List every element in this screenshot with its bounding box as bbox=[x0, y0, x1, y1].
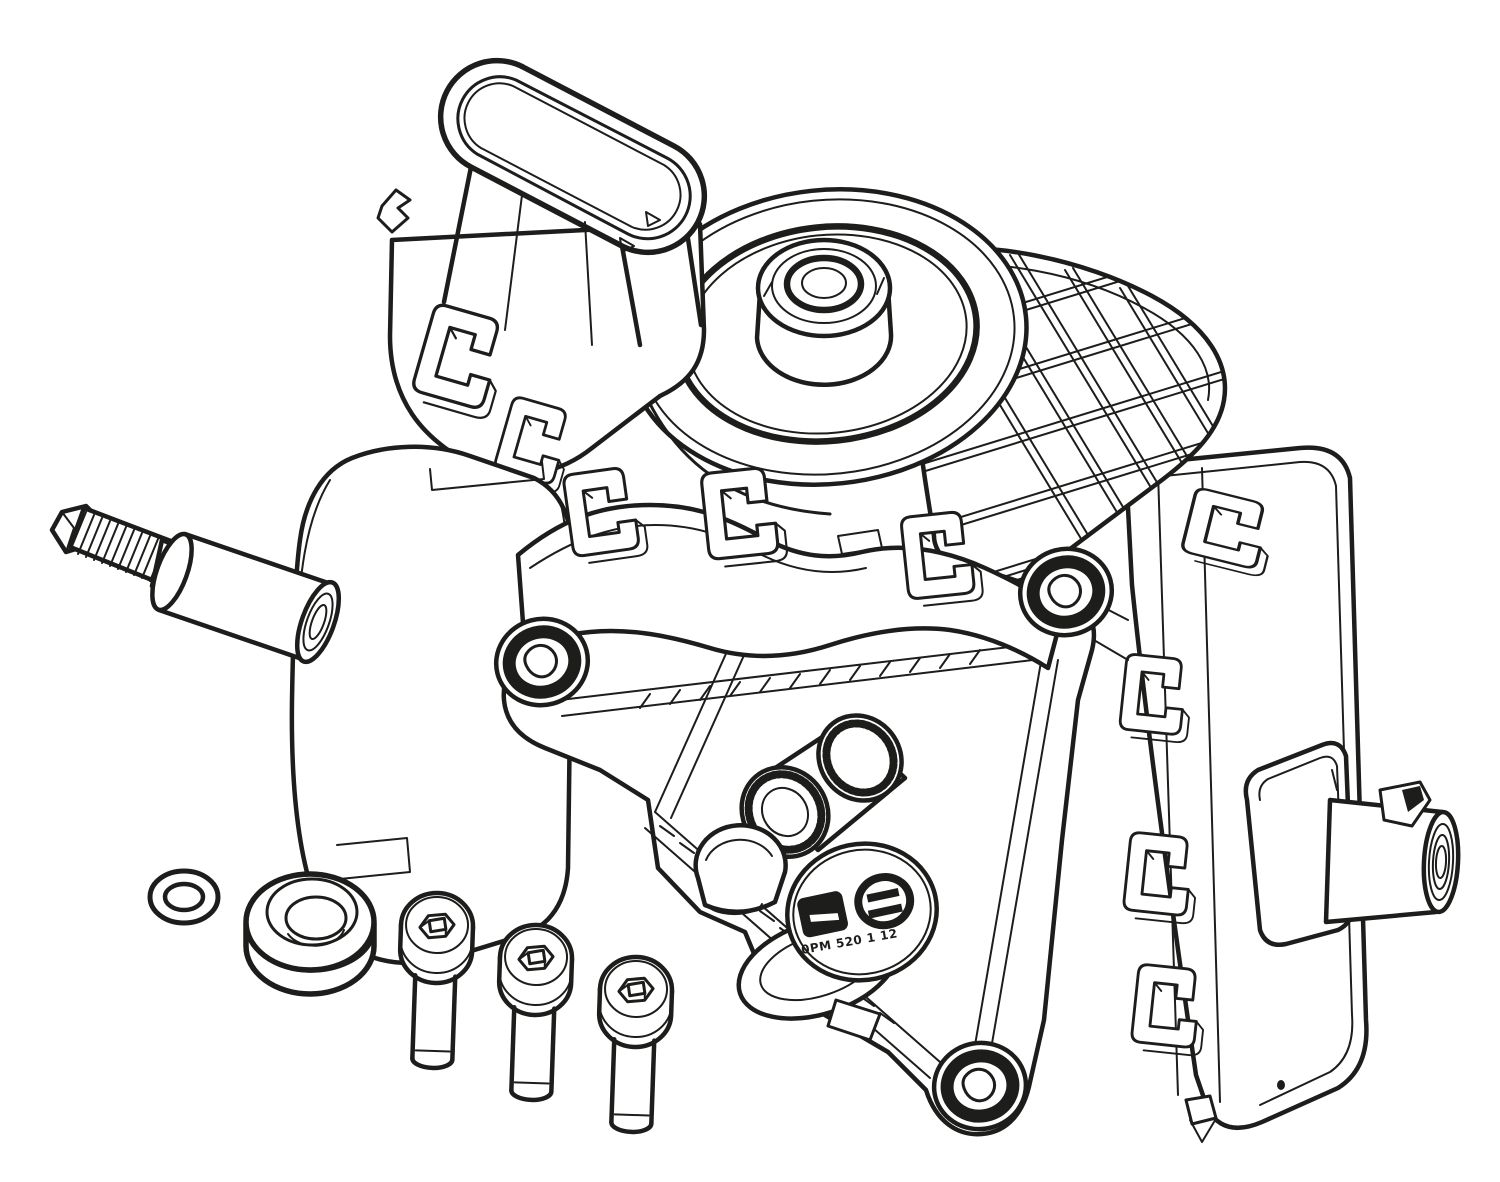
mounting-screw-2 bbox=[495, 924, 573, 1101]
manufacturer-logo bbox=[797, 873, 915, 938]
rubber-grommet bbox=[243, 871, 377, 997]
outlet-port-connector bbox=[1243, 740, 1461, 947]
shaft-end-rings bbox=[294, 579, 342, 665]
shell-top-slot bbox=[429, 461, 545, 491]
valve-dome bbox=[693, 823, 788, 916]
housing-latch bbox=[376, 188, 412, 234]
foot-tab bbox=[826, 998, 882, 1042]
electrical-connector-housing bbox=[376, 57, 708, 557]
seal-washer bbox=[147, 868, 221, 926]
truss-chord bbox=[559, 641, 1053, 717]
mounting-screw-1 bbox=[396, 892, 474, 1069]
sealing-cap: 0PM 520 1 12 bbox=[785, 841, 939, 983]
truss-diagonal-3 bbox=[973, 655, 1059, 1056]
mounting-screw-3 bbox=[595, 956, 673, 1133]
bearing-ring bbox=[783, 254, 865, 314]
bracket-top-rail bbox=[515, 463, 1065, 671]
rail-notch bbox=[837, 529, 883, 555]
center-boss bbox=[755, 237, 893, 339]
shroud-inner-rim bbox=[456, 75, 692, 241]
connector-shroud bbox=[437, 57, 708, 348]
actuator-shaft bbox=[49, 503, 342, 665]
panel-pin-dot bbox=[1277, 1080, 1285, 1090]
shroud-key-notches bbox=[619, 211, 661, 253]
panel-bottom-tab bbox=[1184, 1094, 1218, 1126]
serration-hatch-1 bbox=[639, 649, 981, 709]
shell-bottom-step bbox=[336, 837, 411, 880]
